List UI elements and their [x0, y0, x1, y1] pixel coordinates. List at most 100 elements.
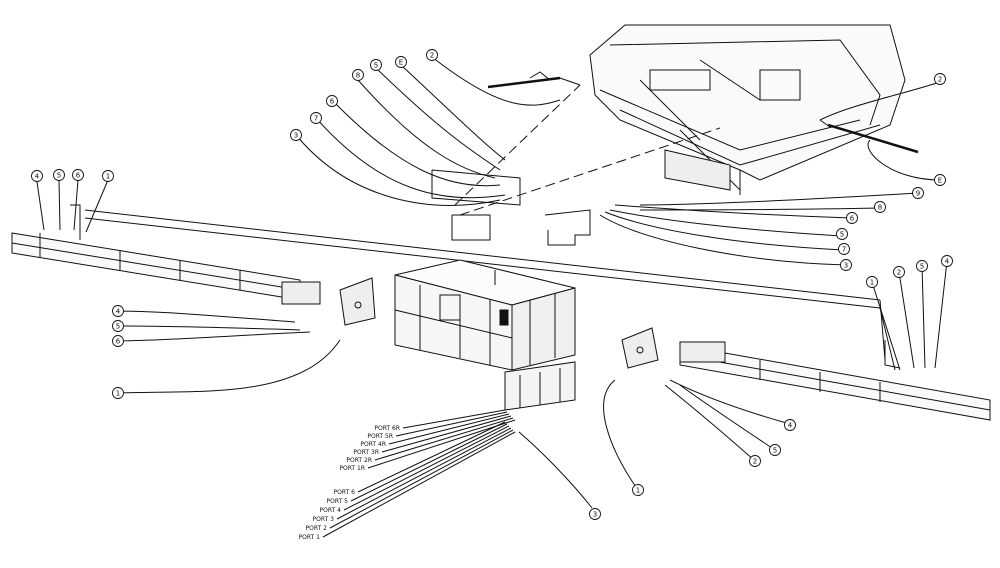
callout-circle: [589, 508, 601, 520]
callout-right-2: 2: [934, 73, 946, 85]
callout-number: 2: [753, 458, 757, 466]
callout-number: 5: [920, 263, 924, 271]
machine-body: [589, 24, 906, 195]
callout-circle: [912, 187, 924, 199]
callout-ports-3: 3: [589, 508, 601, 520]
callout-circle: [769, 444, 781, 456]
port-1-label: PORT 1: [299, 534, 321, 541]
callout-circle: [941, 255, 953, 267]
callout-circle: [840, 259, 852, 271]
callout-number: 6: [76, 172, 81, 180]
callout-top-E: E: [395, 56, 407, 68]
leaders-right-rear: [871, 260, 948, 371]
callout-circle: [836, 228, 848, 240]
left-hose-bracket: [451, 214, 491, 241]
callout-number: 2: [430, 52, 434, 60]
port-2r-label: PORT 2R: [346, 457, 372, 464]
port-3r-label: PORT 3R: [353, 449, 379, 456]
callout-circle: [112, 387, 124, 399]
port-hoses: [322, 409, 593, 538]
callout-number: 3: [593, 511, 597, 519]
port-4-label: PORT 4: [320, 507, 342, 514]
callout-left-5: 5: [112, 320, 124, 332]
callout-number: 8: [356, 72, 360, 80]
callout-number: 7: [314, 115, 318, 123]
callout-circle: [326, 95, 338, 107]
callout-top-5: 5: [370, 59, 382, 71]
port-box: [504, 361, 576, 411]
leaders-top: [295, 56, 561, 206]
callout-circle: [112, 335, 124, 347]
callout-number: E: [399, 59, 403, 67]
callout-number: 4: [116, 308, 121, 316]
callout-bottom-4: 4: [784, 419, 796, 431]
right-lever: [819, 119, 919, 154]
callout-number: 4: [35, 173, 40, 181]
callout-circle: [53, 169, 65, 181]
callout-left-1: 1: [112, 387, 124, 399]
callout-number: 4: [788, 422, 793, 430]
callout-number: 6: [116, 338, 121, 346]
callout-circle: [934, 73, 946, 85]
callout-number: 5: [116, 323, 120, 331]
port-2-label: PORT 2: [306, 525, 328, 532]
callout-top-left-5: 5: [53, 169, 65, 181]
callout-top-8: 8: [352, 69, 364, 81]
callout-rr-5: 5: [916, 260, 928, 272]
callout-circle: [874, 201, 886, 213]
callout-number: 5: [840, 231, 844, 239]
callout-number: 7: [842, 246, 846, 254]
leaders-left: [117, 310, 341, 394]
callout-number: E: [938, 177, 942, 185]
callout-number: 9: [916, 190, 920, 198]
leaders-bottom: [603, 379, 791, 491]
callout-circle: [866, 276, 878, 288]
top-lever: [487, 71, 581, 89]
callout-number: 5: [57, 172, 61, 180]
callout-number: 1: [106, 173, 110, 181]
callout-circle: [290, 129, 302, 141]
callout-right-8: 8: [874, 201, 886, 213]
port-6r-label: PORT 6R: [374, 425, 400, 432]
left-beam: [11, 232, 376, 326]
callout-circle: [838, 243, 850, 255]
callout-number: 1: [116, 390, 120, 398]
callout-top-3: 3: [290, 129, 302, 141]
port-3-label: PORT 3: [313, 516, 335, 523]
callout-number: 1: [636, 487, 640, 495]
callout-number: 5: [374, 62, 378, 70]
callout-top-7: 7: [310, 112, 322, 124]
top-hose-bracket: [431, 169, 521, 206]
callout-number: 3: [844, 262, 848, 270]
callout-number: 2: [897, 269, 901, 277]
port-5-label: PORT 5: [327, 498, 349, 505]
callout-circle: [370, 59, 382, 71]
callout-right-7: 7: [838, 243, 850, 255]
port-5r-label: PORT 5R: [367, 433, 393, 440]
callout-number: 5: [773, 447, 777, 455]
leaders-right: [599, 81, 941, 266]
callout-circle: [395, 56, 407, 68]
callout-right-9: 9: [912, 187, 924, 199]
callout-top-6: 6: [326, 95, 338, 107]
callout-circle: [31, 170, 43, 182]
callout-bottom-1: 1: [632, 484, 644, 496]
callout-circle: [934, 174, 946, 186]
callout-bottom-5: 5: [769, 444, 781, 456]
callout-circle: [102, 170, 114, 182]
callout-circle: [112, 305, 124, 317]
port-labels: PORT 6R PORT 5R PORT 4R PORT 3R PORT 2R …: [299, 425, 400, 541]
callout-bottom-2: 2: [749, 455, 761, 467]
callout-right-E: E: [934, 174, 946, 186]
port-1r-label: PORT 1R: [339, 465, 365, 472]
callout-rr-2: 2: [893, 266, 905, 278]
port-4r-label: PORT 4R: [360, 441, 386, 448]
callout-number: 8: [878, 204, 882, 212]
callout-number: 3: [294, 132, 298, 140]
callout-right-3: 3: [840, 259, 852, 271]
leaders-top-left: [36, 179, 109, 233]
callout-number: 2: [938, 76, 942, 84]
callout-number: 6: [850, 215, 855, 223]
